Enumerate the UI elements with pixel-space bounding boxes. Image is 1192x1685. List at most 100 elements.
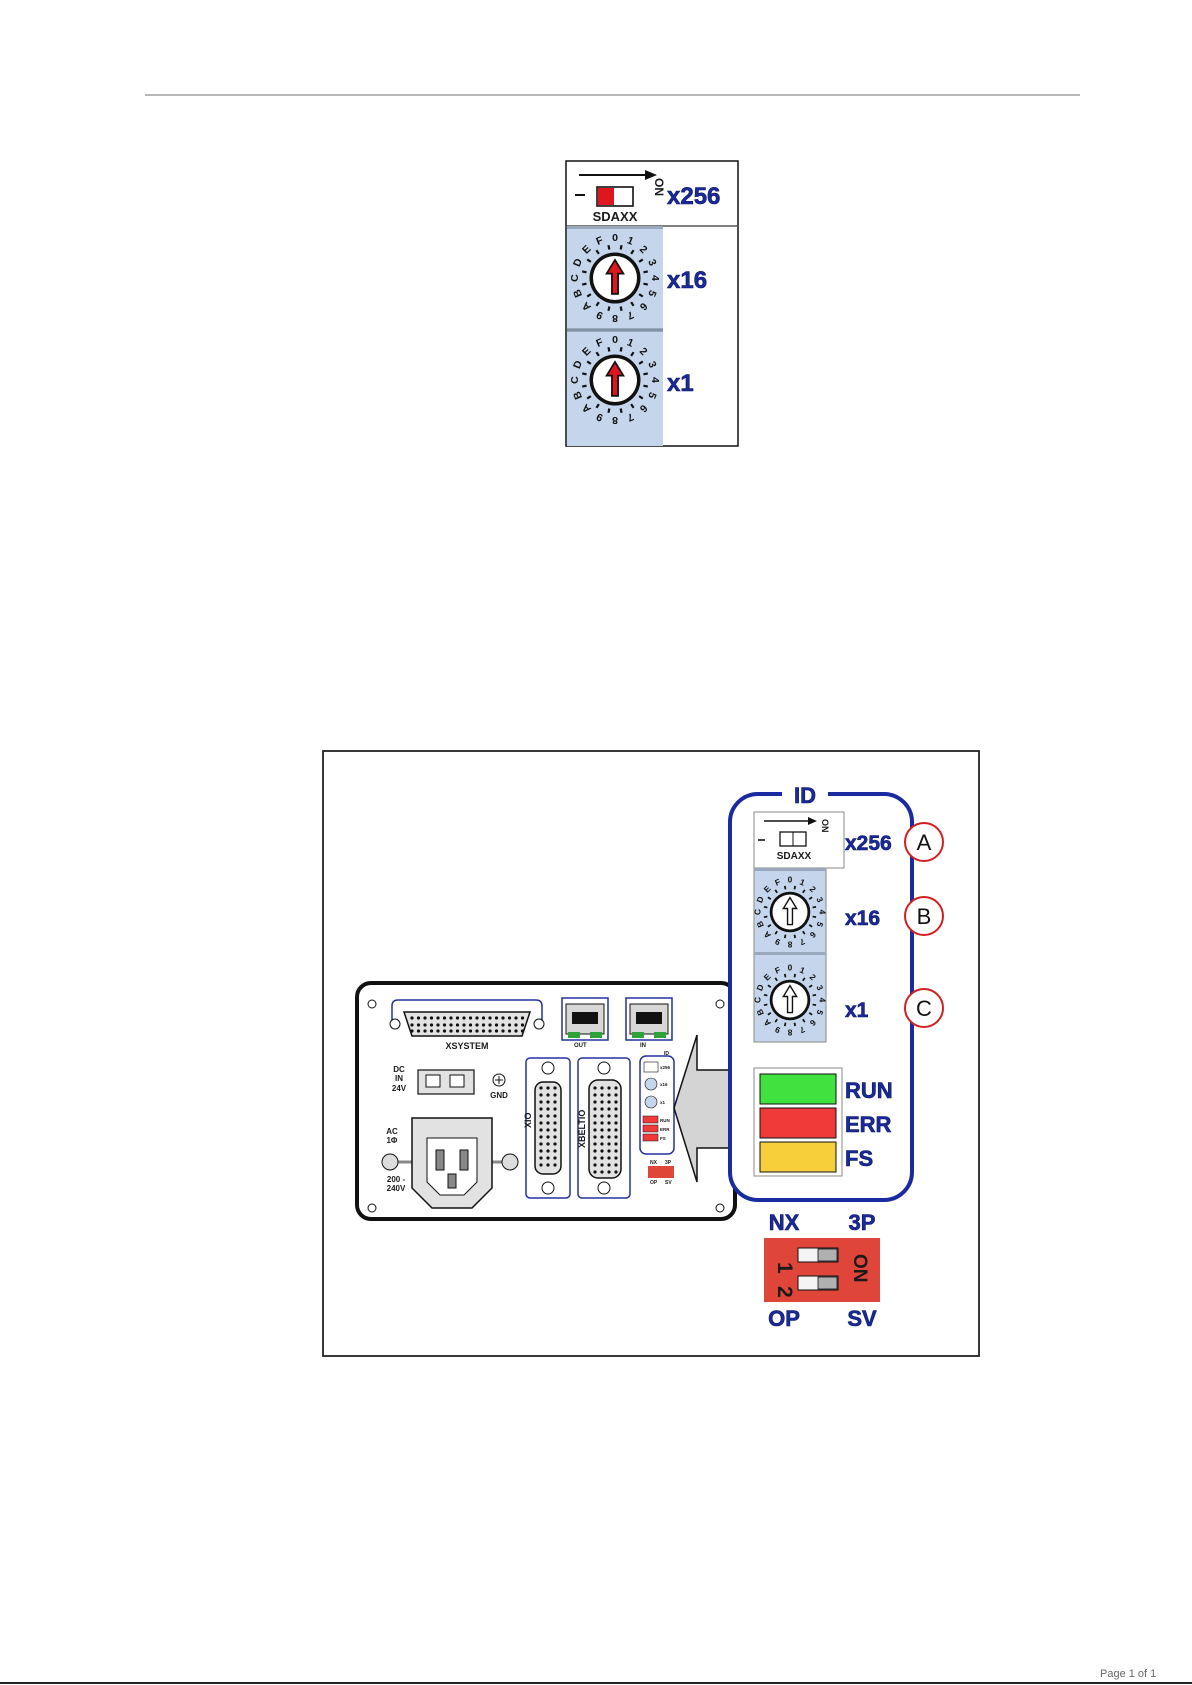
connector-pin [410, 1016, 414, 1020]
led-label-run: RUN [845, 1078, 893, 1103]
connector-pin [614, 1135, 618, 1139]
connector-pin [481, 1016, 486, 1020]
connector-pin [614, 1086, 618, 1090]
connector-pin [410, 1029, 414, 1033]
xsystem-connector: XSYSTEM [389, 999, 545, 1051]
led-run [759, 1073, 837, 1105]
dial-tick [607, 244, 611, 250]
connector-pin [607, 1149, 611, 1153]
connector-pin [436, 1029, 440, 1033]
switch-on-text: ON [820, 819, 830, 833]
connector-pin [539, 1163, 543, 1167]
dial-tick [767, 1012, 772, 1016]
connector-pin [488, 1029, 492, 1033]
slide-switch-x256: SDAXX ON [753, 811, 845, 869]
dial-tick [767, 984, 772, 988]
dial-tick [581, 270, 587, 274]
dial-tick [793, 934, 797, 939]
connector-pin [481, 1023, 486, 1027]
svg-text:2: 2 [773, 1286, 796, 1298]
dial-tick [607, 306, 611, 312]
connector-pin [449, 1029, 453, 1033]
footer-rule [0, 1682, 1192, 1684]
connector-pin [614, 1156, 618, 1160]
connector-pin [614, 1121, 618, 1125]
connector-pin [546, 1135, 550, 1139]
screw-hole [715, 1203, 725, 1213]
connector-pin [423, 1023, 427, 1027]
dial-pointer-arrow [605, 258, 625, 295]
dial-tick [586, 360, 592, 365]
connector-pin [488, 1023, 492, 1027]
dial-tick [619, 346, 623, 352]
dial-digit: F [594, 234, 605, 248]
dial-digit: 7 [625, 308, 635, 321]
dial-tick [767, 924, 772, 928]
dial-tick [643, 270, 649, 274]
connector-pin [614, 1100, 618, 1104]
connector-pin [520, 1029, 525, 1033]
dial-tick [767, 896, 772, 900]
connector-pin [593, 1121, 597, 1125]
dial-tick [808, 984, 813, 988]
dial-digit: B [754, 1008, 766, 1017]
dial-tick [638, 258, 644, 263]
connector-pin [539, 1093, 543, 1097]
connector-pin [546, 1114, 550, 1118]
connector-pin [593, 1149, 597, 1153]
dial-digit: 0 [788, 875, 793, 885]
dial-tick [630, 351, 635, 357]
connector-pin [593, 1086, 597, 1090]
connector-pin [600, 1100, 604, 1104]
dial-pointer-arrow [782, 984, 798, 1014]
dial-tick [808, 1012, 813, 1016]
connector-pin [546, 1121, 550, 1125]
multiplier-label-x256: x256 [667, 183, 720, 210]
svg-text:IN: IN [395, 1074, 403, 1083]
dial-digit: E [762, 971, 773, 982]
connector-pin [607, 1142, 611, 1146]
connector-pin [520, 1023, 525, 1027]
connector-pin [614, 1093, 618, 1097]
callout-b: B [904, 896, 944, 936]
connector-pin [455, 1016, 460, 1020]
dial-tick [783, 1022, 787, 1027]
dial-tick [808, 924, 813, 928]
multiplier-label-x1: x1 [667, 370, 694, 397]
svg-text:ERR: ERR [660, 1127, 670, 1132]
multiplier-label-x256: x256 [845, 832, 892, 855]
connector-pin [614, 1170, 618, 1174]
dial-digit: B [754, 920, 766, 929]
connector-pin [553, 1128, 557, 1132]
callout-c: C [904, 988, 944, 1028]
connector-pin [600, 1107, 604, 1111]
dial-digit: D [754, 895, 766, 904]
dial-digit: 2 [808, 972, 819, 983]
connector-pin [607, 1114, 611, 1118]
connector-pin [539, 1086, 543, 1090]
dial-tick [763, 993, 768, 997]
dial-tick [783, 934, 787, 939]
connector-pin [546, 1128, 550, 1132]
connector-pin [553, 1086, 557, 1090]
svg-text:SV: SV [847, 1306, 877, 1331]
dial-digit: B [571, 287, 585, 299]
dial-tick [774, 1018, 778, 1023]
connector-pin [416, 1016, 421, 1020]
connector-pin [614, 1149, 618, 1153]
svg-text:OP: OP [768, 1306, 800, 1331]
connector-pin [553, 1156, 557, 1160]
dial-tick [638, 395, 644, 400]
dial-digit: 8 [787, 1027, 792, 1037]
connector-pin [546, 1093, 550, 1097]
dial-tick [581, 372, 587, 376]
switch-model-text: SDAXX [777, 851, 812, 862]
connector-pin [539, 1149, 543, 1153]
connector-pin [501, 1023, 505, 1027]
dial-digit: 4 [817, 910, 827, 915]
dial-digit: 1 [625, 234, 635, 247]
dial-digit: 9 [773, 936, 781, 947]
connector-pin [468, 1016, 473, 1020]
dial-digit: 9 [595, 308, 605, 321]
multiplier-label-x16: x16 [667, 267, 707, 294]
